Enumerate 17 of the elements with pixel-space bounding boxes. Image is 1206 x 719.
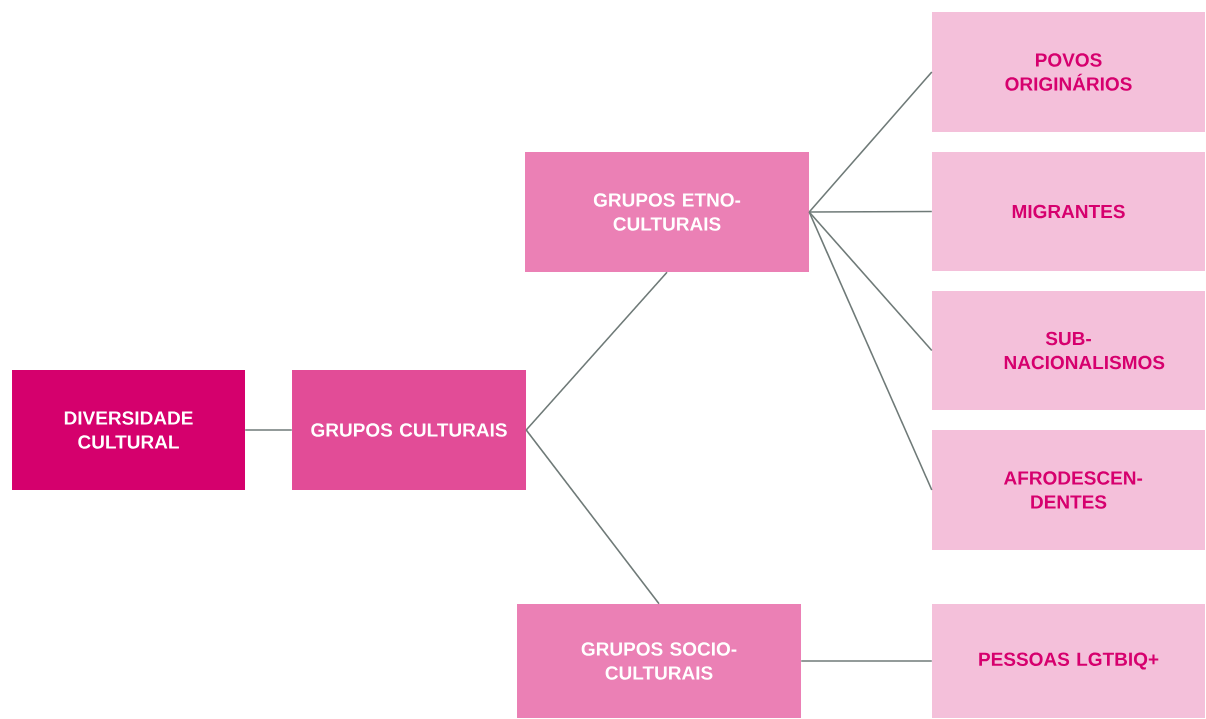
connector-line xyxy=(525,271,668,431)
connector-line xyxy=(808,211,933,352)
connector-line xyxy=(808,211,933,491)
category-box: GRUPOS ETNO-CULTURAIS xyxy=(525,152,809,272)
connector-line xyxy=(808,71,933,213)
connector-line xyxy=(800,660,933,662)
connector-line xyxy=(244,429,293,431)
category-box: GRUPOS SOCIO-CULTURAIS xyxy=(517,604,801,718)
category-box: MIGRANTES xyxy=(932,152,1205,271)
category-box: DIVERSIDADE CULTURAL xyxy=(12,370,245,490)
category-box: GRUPOS CULTURAIS xyxy=(292,370,526,490)
connector-line xyxy=(525,429,660,605)
connector-line xyxy=(808,210,933,213)
category-box: PESSOAS LGTBIQ+ xyxy=(932,604,1205,718)
category-box: SUB- NACIONALISMOS xyxy=(932,291,1205,410)
category-box: AFRODESCEN- DENTES xyxy=(932,430,1205,550)
category-box: POVOS ORIGINÁRIOS xyxy=(932,12,1205,132)
